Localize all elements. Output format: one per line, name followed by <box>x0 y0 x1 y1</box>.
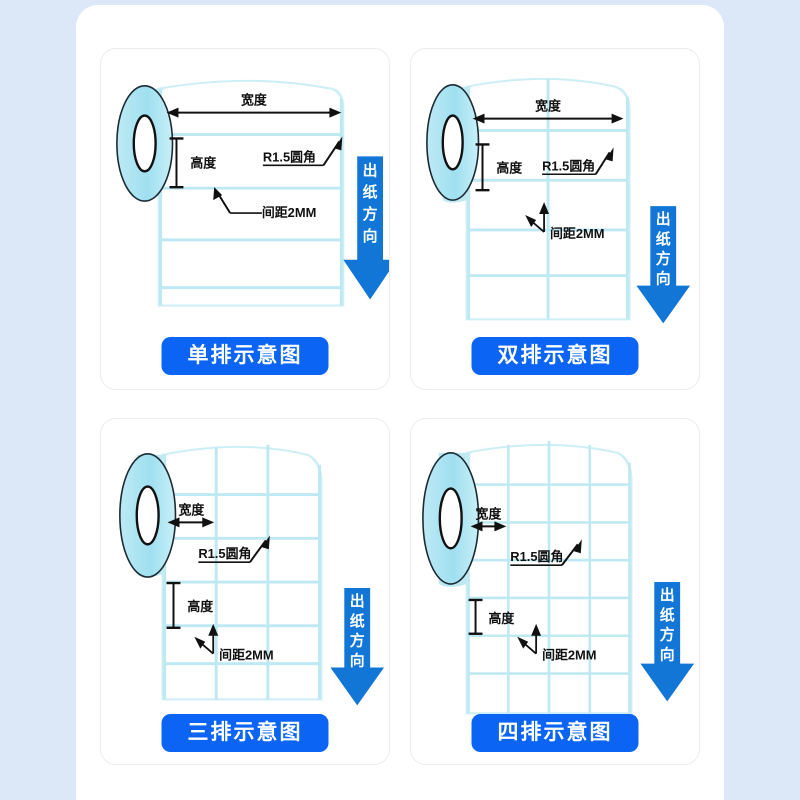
panel-double-row[interactable]: 宽度 高度 R1.5圆角 <box>410 48 700 390</box>
callout-corner-radius-triple: R1.5圆角 <box>198 535 270 563</box>
callout-corner-radius-quad: R1.5圆角 <box>510 539 582 566</box>
feed-arrow-char-1: 纸 <box>656 230 671 248</box>
height-label: 高度 <box>496 160 522 175</box>
callout-corner-radius-double: R1.5圆角 <box>542 147 614 176</box>
panel-caption-quad-row[interactable]: 四排示意图 <box>471 713 639 752</box>
label-web-triple <box>161 444 323 701</box>
feed-arrow-char-3: 向 <box>350 652 365 670</box>
panel-quad-row[interactable]: 宽度 高度 R1.5圆角 <box>410 418 700 765</box>
feed-arrow-char-1: 纸 <box>363 183 378 201</box>
dimension-height-single: 高度 <box>169 137 216 189</box>
panel-caption-triple-row[interactable]: 三排示意图 <box>161 713 329 752</box>
panel-caption-single-row[interactable]: 单排示意图 <box>161 336 329 375</box>
panel-triple-row-illustration: 宽度 高度 R1.5圆角 <box>101 419 389 764</box>
width-label: 宽度 <box>240 93 267 108</box>
roll-core-single <box>116 84 174 202</box>
feed-arrow-char-1: 纸 <box>660 606 675 624</box>
label-web-double <box>465 77 631 321</box>
feed-arrow-char-2: 方 <box>350 632 365 650</box>
height-label: 高度 <box>488 611 514 626</box>
feed-arrow-char-0: 出 <box>350 592 365 610</box>
height-label: 高度 <box>190 155 216 170</box>
callout-gap-quad: 间距2MM <box>517 623 597 663</box>
dimension-height-triple: 高度 <box>166 581 213 629</box>
label-web-single <box>157 79 345 307</box>
corner-radius-label: R1.5圆角 <box>510 549 563 564</box>
corner-radius-label: R1.5圆角 <box>542 158 595 173</box>
dimension-height-double: 高度 <box>475 143 522 192</box>
panel-quad-row-illustration: 宽度 高度 R1.5圆角 <box>411 419 699 764</box>
panel-single-row[interactable]: 宽度 高度 R1.5圆角 <box>100 48 390 390</box>
dimension-width-double: 宽度 <box>472 99 624 124</box>
width-label: 宽度 <box>177 502 204 517</box>
dimension-height-quad: 高度 <box>468 598 514 635</box>
roll-core-double <box>426 83 480 203</box>
corner-radius-label: R1.5圆角 <box>263 149 316 164</box>
dimension-width-single: 宽度 <box>166 93 342 118</box>
roll-core-triple <box>119 453 177 578</box>
height-label: 高度 <box>187 599 213 614</box>
dimension-width-quad: 宽度 <box>470 506 507 532</box>
panel-triple-row[interactable]: 宽度 高度 R1.5圆角 <box>100 418 390 765</box>
feed-direction-arrow-triple: 出 纸 方 向 <box>330 588 385 706</box>
feed-direction-arrow-single: 出 纸 方 向 <box>343 156 389 300</box>
label-web-quad <box>465 440 633 715</box>
panel-caption-double-row[interactable]: 双排示意图 <box>471 336 639 375</box>
width-label: 宽度 <box>534 99 561 114</box>
feed-arrow-char-1: 纸 <box>350 612 365 630</box>
callout-gap-single: 间距2MM <box>213 187 316 220</box>
callout-gap-double: 间距2MM <box>525 202 605 241</box>
gap-label: 间距2MM <box>262 205 316 220</box>
callout-gap-triple: 间距2MM <box>194 623 274 663</box>
gap-label: 间距2MM <box>219 648 273 663</box>
feed-arrow-char-3: 向 <box>656 270 671 288</box>
feed-arrow-char-3: 向 <box>660 646 675 664</box>
gap-label: 间距2MM <box>550 226 604 241</box>
feed-direction-arrow-quad: 出 纸 方 向 <box>640 582 695 702</box>
width-label: 宽度 <box>475 506 502 521</box>
dimension-width-triple: 宽度 <box>167 502 215 528</box>
panel-single-row-illustration: 宽度 高度 R1.5圆角 <box>101 49 389 389</box>
feed-direction-arrow-double: 出 纸 方 向 <box>636 206 691 324</box>
feed-arrow-char-0: 出 <box>656 210 671 228</box>
feed-arrow-char-0: 出 <box>660 586 675 604</box>
feed-arrow-char-2: 方 <box>660 626 675 644</box>
feed-arrow-char-2: 方 <box>363 205 378 223</box>
feed-arrow-char-2: 方 <box>656 250 671 268</box>
corner-radius-label: R1.5圆角 <box>198 546 251 561</box>
panel-double-row-illustration: 宽度 高度 R1.5圆角 <box>411 49 699 389</box>
feed-arrow-char-3: 向 <box>363 227 378 245</box>
feed-arrow-char-0: 出 <box>363 161 378 179</box>
gap-label: 间距2MM <box>542 648 596 663</box>
roll-core-quad <box>422 452 480 588</box>
callout-corner-radius-single: R1.5圆角 <box>263 136 343 167</box>
